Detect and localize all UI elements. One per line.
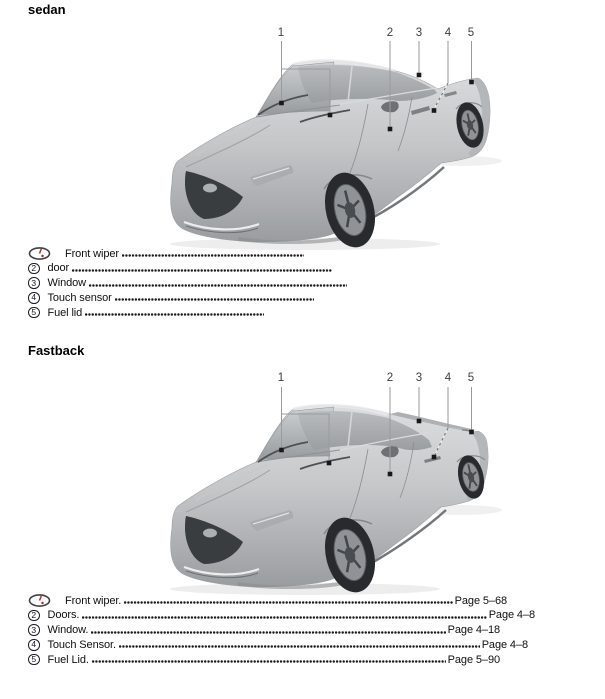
dot-leader xyxy=(82,614,487,620)
fastback-callout-label-2: 2 xyxy=(386,372,394,384)
circled-number-icon: 4 xyxy=(28,292,40,304)
dot-leader xyxy=(114,297,314,303)
sedan-callout-label-3: 3 xyxy=(415,27,423,39)
legend-row-front-wiper: Front wiper xyxy=(28,247,306,260)
legend-row-door: 2 door xyxy=(28,262,334,275)
dot-leader xyxy=(124,600,453,605)
legend-label: Fuel lid xyxy=(47,306,83,319)
sedan-callout-label-2: 2 xyxy=(386,27,394,39)
sedan-callout-dots xyxy=(279,72,474,132)
front-wheel xyxy=(324,172,376,248)
circled-number-icon: 2 xyxy=(28,262,40,275)
dot-leader xyxy=(91,659,446,665)
sedan-callout-label-1: 1 xyxy=(277,27,285,39)
sedan-legend: Front wiper 2 door 3 Window 4 Touch sens… xyxy=(28,247,349,321)
sedan-callout-label-4: 4 xyxy=(444,27,452,39)
sedan-car xyxy=(170,59,502,250)
dot-leader xyxy=(118,644,480,650)
rear-wheel xyxy=(457,455,485,499)
fastback-car xyxy=(170,403,502,595)
circled-number-icon: 3 xyxy=(28,624,40,636)
dot-leader xyxy=(89,282,347,288)
circled-number-icon: 4 xyxy=(28,639,40,651)
fastback-callout-label-3: 3 xyxy=(415,372,423,384)
dot-leader xyxy=(85,312,264,318)
fastback-callout-label-1: 1 xyxy=(277,372,285,384)
legend-label: door xyxy=(47,262,70,275)
fastback-illustration xyxy=(170,387,502,595)
legend-label: Window xyxy=(47,277,87,290)
circled-number-icon: 5 xyxy=(28,306,40,319)
legend-label: Window. xyxy=(47,624,89,637)
sedan-callout-label-5: 5 xyxy=(467,27,475,39)
fastback-callout-dots xyxy=(279,418,474,477)
section-heading-sedan: sedan xyxy=(28,2,66,17)
clock-icon xyxy=(28,594,51,607)
sedan-figure: 1 2 3 4 5 xyxy=(0,25,605,251)
legend-label: Fuel Lid. xyxy=(47,653,89,666)
dot-leader xyxy=(91,629,446,635)
sedan-illustration xyxy=(170,41,502,250)
legend-page-ref: Page 5–68 xyxy=(454,594,507,607)
legend-row-touch-sensor: 4 Touch Sensor. Page 4–8 xyxy=(28,638,528,651)
dot-leader xyxy=(121,253,304,258)
legend-label: Front wiper. xyxy=(65,594,122,607)
legend-label: Doors. xyxy=(47,609,80,622)
sedan-callout-lines xyxy=(281,41,472,127)
legend-page-ref: Page 4–8 xyxy=(488,609,535,622)
fastback-figure: 1 2 3 4 5 xyxy=(0,370,605,596)
circled-number-icon: 3 xyxy=(28,277,40,289)
fastback-callout-lines xyxy=(281,387,472,472)
circled-number-icon: 5 xyxy=(28,653,40,666)
legend-row-window: 3 Window xyxy=(28,277,349,290)
legend-page-ref: Page 4–18 xyxy=(447,624,500,637)
legend-row-front-wiper: Front wiper. Page 5–68 xyxy=(28,594,507,607)
rear-wheel xyxy=(456,102,484,148)
front-wheel xyxy=(324,517,376,593)
legend-label: Touch Sensor. xyxy=(47,638,117,651)
fastback-callout-label-4: 4 xyxy=(444,372,452,384)
legend-label: Front wiper xyxy=(65,247,119,260)
clock-icon xyxy=(28,247,51,260)
legend-page-ref: Page 4–8 xyxy=(481,638,528,651)
fastback-legend: Front wiper. Page 5–68 2 Doors. Page 4–8… xyxy=(28,594,535,668)
legend-row-window: 3 Window. Page 4–18 xyxy=(28,624,500,637)
section-heading-fastback: Fastback xyxy=(28,343,85,358)
circled-number-icon: 2 xyxy=(28,609,40,622)
legend-row-fuel-lid: 5 Fuel Lid. Page 5–90 xyxy=(28,653,500,666)
legend-label: Touch sensor xyxy=(47,291,112,304)
legend-row-doors: 2 Doors. Page 4–8 xyxy=(28,609,535,622)
legend-page-ref: Page 5–90 xyxy=(447,653,500,666)
legend-row-fuel-lid: 5 Fuel lid xyxy=(28,306,266,319)
dot-leader xyxy=(72,267,332,273)
fastback-callout-label-5: 5 xyxy=(467,372,475,384)
legend-row-touch-sensor: 4 Touch sensor xyxy=(28,291,316,304)
